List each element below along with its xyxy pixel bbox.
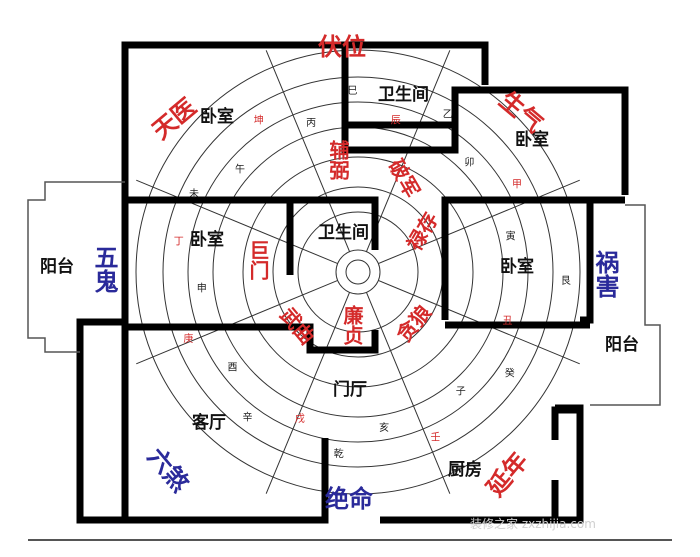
ring-char: 戌	[295, 412, 305, 425]
ring-char: 辰	[391, 115, 401, 127]
compass-radial-line	[265, 292, 351, 494]
ring-char: 甲	[512, 179, 522, 190]
ring-char: 坤	[254, 113, 264, 126]
ring-char: 乙	[443, 109, 453, 121]
ring-char: 丙	[306, 118, 316, 129]
ring-char: 辛	[242, 411, 252, 424]
compass-radial-line	[378, 179, 580, 265]
room-bedroom-nw: 卧室	[200, 106, 234, 127]
star-lucun: 禄存	[402, 208, 443, 255]
star-fuwei: 伏位	[318, 33, 366, 61]
ring-char: 子	[456, 386, 466, 398]
room-bedroom-ne: 卧室	[515, 129, 549, 150]
ring-char: 丑	[502, 316, 512, 327]
star-tanlang: 贪狼	[392, 300, 437, 347]
room-balcony-w: 阳台	[40, 256, 74, 277]
room-balcony-e: 阳台	[605, 334, 639, 355]
star-wugui: 五鬼	[90, 245, 118, 293]
room-kitchen: 厨房	[448, 459, 482, 480]
compass-radial-line	[136, 179, 338, 265]
star-jumen: 巨门	[246, 240, 270, 280]
star-jueming: 绝命	[325, 485, 374, 513]
room-bedroom-e: 卧室	[500, 256, 534, 277]
star-tianyi: 天医	[147, 93, 202, 145]
ring-char: 寅	[506, 229, 516, 242]
room-bathroom-top: 卫生间	[378, 84, 429, 105]
star-zuofu: 辅弼	[326, 139, 350, 181]
ring-char: 巳	[347, 85, 357, 97]
ring-char: 庚	[183, 332, 193, 345]
ring-char: 壬	[431, 432, 441, 444]
star-liusha: 六煞	[142, 443, 195, 499]
ring-char: 亥	[379, 421, 389, 434]
star-lianzhen: 廉贞	[340, 304, 364, 346]
ring-char: 丁	[174, 236, 184, 247]
ring-char: 乾	[334, 447, 344, 460]
star-yannian: 延年	[481, 447, 534, 503]
compass-radial-line	[365, 292, 451, 494]
ring-char: 午	[235, 162, 245, 175]
room-bathroom-center: 卫生间	[318, 222, 369, 243]
ring-char: 未	[189, 188, 199, 200]
room-bedroom-w: 卧室	[190, 229, 224, 250]
walls	[76, 41, 629, 524]
balcony-outlines	[27, 181, 661, 406]
ring-char: 癸	[505, 366, 515, 379]
watermark: 装修之家 zxzhijia.com	[470, 516, 596, 531]
ring-char: 申	[197, 281, 207, 294]
compass-radial-line	[136, 279, 338, 365]
room-living: 客厅	[191, 412, 226, 433]
ring-char: 酉	[228, 362, 238, 373]
room-foyer: 门厅	[333, 379, 367, 400]
compass-radial-line	[265, 50, 351, 252]
ring-char: 艮	[561, 275, 571, 287]
ring-char: 卯	[464, 156, 474, 168]
star-huohai: 祸害	[591, 249, 619, 298]
